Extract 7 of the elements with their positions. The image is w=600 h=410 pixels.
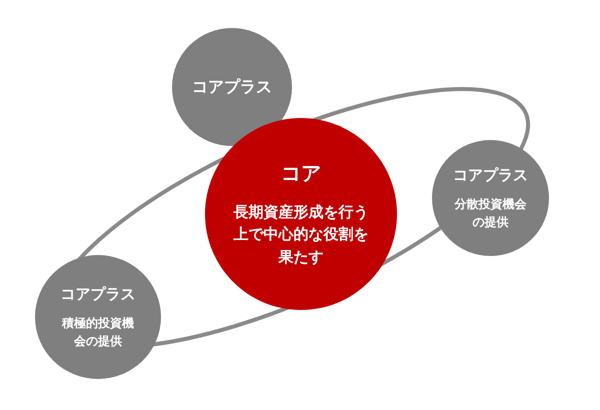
circle-title: コアプラス <box>453 166 528 184</box>
circle-description: 長期資産形成を行う上で中心的な役割を果たす <box>232 202 370 268</box>
circle-description: 分散投資機会の提供 <box>453 196 528 230</box>
circle-title: コアプラス <box>60 284 136 304</box>
circle-description: 積極的投資機会の提供 <box>60 314 135 350</box>
circle-title: コア <box>281 160 321 187</box>
circle-title: コアプラス <box>192 76 272 98</box>
